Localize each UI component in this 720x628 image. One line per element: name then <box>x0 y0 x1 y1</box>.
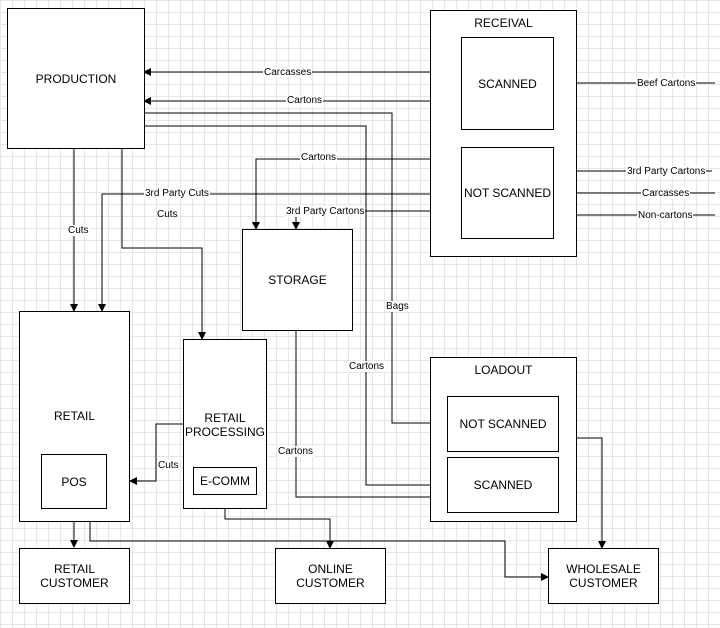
storage-label: STORAGE <box>268 273 327 287</box>
edge-label-3rd-party-cuts: 3rd Party Cuts <box>144 188 210 199</box>
ecomm-label: E-COMM <box>200 474 250 488</box>
loadout-scanned-label: SCANNED <box>473 478 533 492</box>
edge-cartons-to-loadout <box>144 125 447 489</box>
edge-label-carcasses-in: Carcasses <box>641 188 691 199</box>
edge-label-3rd-party-cartons-storage: 3rd Party Cartons <box>285 206 366 217</box>
edge-label-cuts-mid: Cuts <box>157 209 178 220</box>
edge-storage-cartons-to-loadout <box>295 330 447 501</box>
edge-label-cuts-pos: Cuts <box>157 460 180 471</box>
edge-cartons-to-storage <box>252 158 430 230</box>
production-node[interactable]: PRODUCTION <box>7 8 145 149</box>
loadout-not-scanned-label: NOT SCANNED <box>459 417 547 431</box>
retail-label: RETAIL <box>53 409 96 423</box>
edge-bags-to-loadout <box>144 112 447 427</box>
retail-customer-node[interactable]: RETAIL CUSTOMER <box>19 548 130 604</box>
edge-label-3rd-party-cartons-in: 3rd Party Cartons <box>626 166 707 177</box>
receival-label: RECEIVAL <box>474 16 533 30</box>
production-label: PRODUCTION <box>35 71 117 86</box>
receival-not-scanned-node[interactable]: NOT SCANNED <box>461 147 554 239</box>
loadout-not-scanned-node[interactable]: NOT SCANNED <box>447 396 559 452</box>
edge-cuts-to-pos <box>129 423 183 485</box>
online-customer-node[interactable]: ONLINE CUSTOMER <box>275 548 386 604</box>
wholesale-customer-label: WHOLESALE CUSTOMER <box>566 562 641 590</box>
edge-label-carcasses-top: Carcasses <box>263 67 313 78</box>
retail-processing-label: RETAIL PROCESSING <box>184 411 265 439</box>
edge-label-cartons-loadout: Cartons <box>348 361 386 372</box>
receival-scanned-label: SCANNED <box>478 76 537 91</box>
receival-not-scanned-label: NOT SCANNED <box>463 186 552 200</box>
edge-label-bags: Bags <box>385 301 410 312</box>
loadout-label: LOADOUT <box>474 363 533 377</box>
pos-node[interactable]: POS <box>41 454 107 509</box>
edge-label-cartons-storage-out: Cartons <box>277 446 315 457</box>
edge-cuts-to-retail-processing <box>121 148 206 340</box>
edge-label-cartons-top: Cartons <box>286 95 324 106</box>
receival-scanned-node[interactable]: SCANNED <box>461 37 554 130</box>
wholesale-customer-node[interactable]: WHOLESALE CUSTOMER <box>548 548 659 604</box>
ecomm-node[interactable]: E-COMM <box>193 467 257 495</box>
edge-loadout-to-wholesale <box>576 437 606 549</box>
online-customer-label: ONLINE CUSTOMER <box>296 562 365 590</box>
edge-label-noncartons-in: Non-cartons <box>637 210 694 221</box>
edge-label-cartons-storage: Cartons <box>300 152 338 163</box>
edge-pos-to-wholesale <box>89 508 549 581</box>
edge-label-beef-cartons: Beef Cartons <box>636 78 697 89</box>
storage-node[interactable]: STORAGE <box>242 229 353 331</box>
edge-3rd-party-cuts-to-retail <box>98 193 430 312</box>
retail-customer-label: RETAIL CUSTOMER <box>40 562 109 590</box>
pos-label: POS <box>61 474 87 489</box>
edge-label-cuts-left: Cuts <box>67 225 90 236</box>
loadout-scanned-node[interactable]: SCANNED <box>447 457 559 513</box>
